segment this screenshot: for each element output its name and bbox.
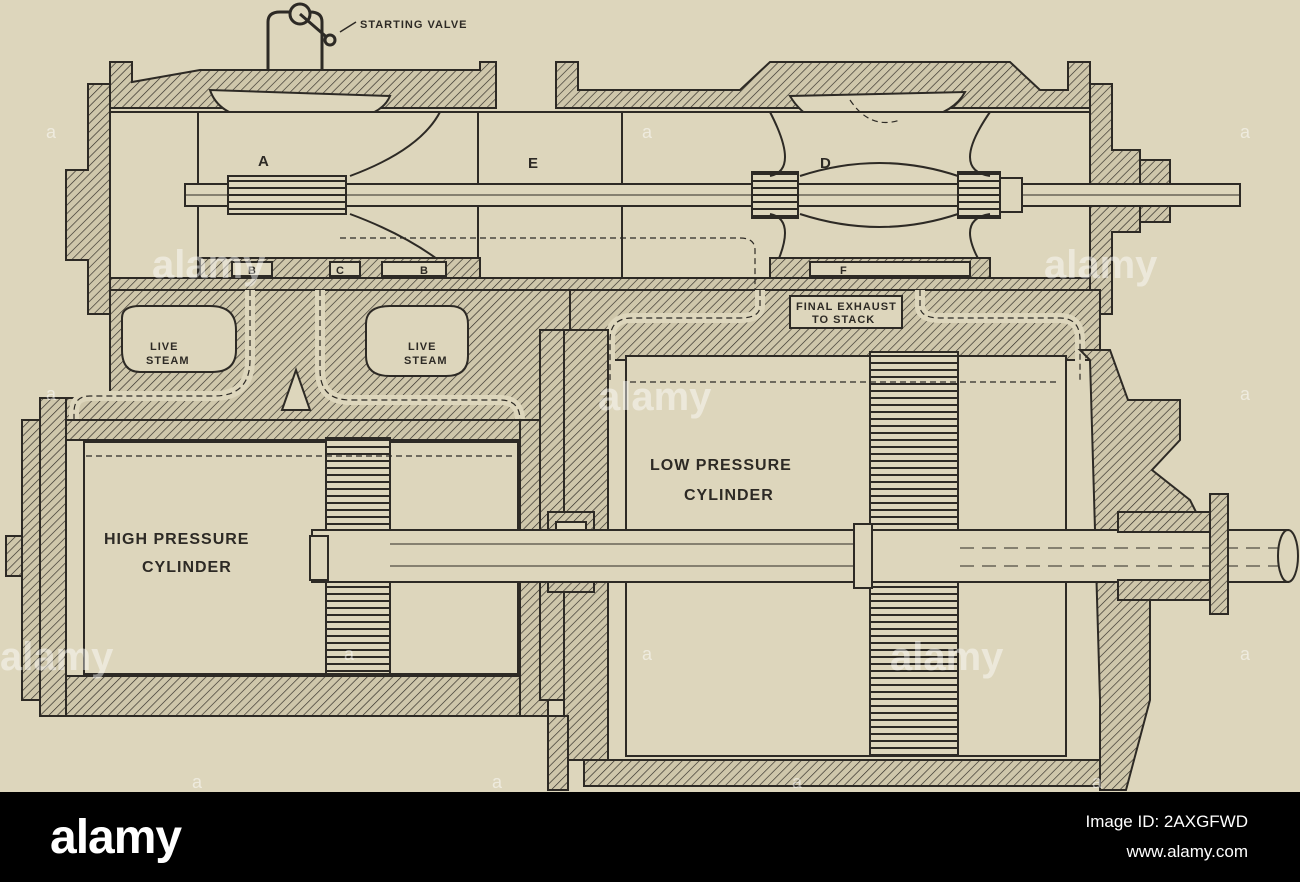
watermark-marker: a [344, 644, 355, 664]
starting-valve [266, 2, 357, 70]
watermark-marker: a [492, 772, 503, 792]
label-live-steam-right-2: STEAM [404, 355, 448, 367]
watermark-logo: alamy [598, 375, 712, 419]
label-b-left: B [248, 265, 257, 277]
watermark-marker: a [1092, 772, 1103, 792]
diagram-labels: STARTING VALVE A E D B C B F LIVE STEAM … [104, 19, 897, 576]
live-steam-chamber-right [365, 305, 469, 377]
watermark-marker: a [192, 772, 203, 792]
label-f: F [840, 265, 848, 277]
watermarks: alamy alamy alamy alamy alamy a a a a a … [0, 122, 1251, 792]
compound-cylinder-diagram: STARTING VALVE A E D B C B F LIVE STEAM … [0, 2, 1299, 792]
label-low-pressure-1: LOW PRESSURE [650, 457, 792, 474]
label-a: A [258, 153, 270, 170]
image-id-text: Image ID: 2AXGFWD [1085, 812, 1248, 831]
watermark-marker: a [792, 772, 803, 792]
label-final-exhaust-2: TO STACK [812, 314, 875, 326]
watermark-marker: a [46, 384, 57, 404]
site-url-link[interactable]: www.alamy.com [1126, 842, 1248, 861]
final-exhaust-port [789, 295, 903, 329]
label-e: E [528, 155, 539, 172]
label-high-pressure-2: CYLINDER [142, 559, 232, 576]
watermark-logo: alamy [152, 243, 266, 287]
watermark-marker: a [1240, 384, 1251, 404]
valve-spindle [184, 171, 1241, 219]
watermark-marker: a [642, 644, 653, 664]
label-high-pressure-1: HIGH PRESSURE [104, 531, 249, 548]
label-final-exhaust-1: FINAL EXHAUST [796, 301, 897, 313]
valve-piston-a [227, 175, 347, 215]
valve-ports-left [199, 257, 481, 279]
valve-end-cover-left [65, 83, 111, 315]
valve-flow-arrows [340, 99, 901, 300]
footer-bar: alamy Image ID: 2AXGFWD www.alamy.com [0, 792, 1300, 882]
watermark-marker: a [1240, 644, 1251, 664]
watermark-logo: alamy [0, 635, 114, 679]
watermark-logo: alamy [1044, 243, 1158, 287]
valve-piston-d [751, 171, 799, 219]
piston-rod [309, 493, 1299, 615]
brand-logo[interactable]: alamy [50, 811, 182, 864]
valve-ports-right [769, 257, 991, 279]
watermark-marker: a [642, 122, 653, 142]
label-live-steam-right-1: LIVE [408, 341, 436, 353]
label-starting-valve: STARTING VALVE [360, 19, 468, 31]
watermark-marker: a [46, 122, 57, 142]
watermark-logo: alamy [890, 635, 1004, 679]
watermark-marker: a [1240, 122, 1251, 142]
label-live-steam-left-1: LIVE [150, 341, 178, 353]
label-low-pressure-2: CYLINDER [684, 487, 774, 504]
label-live-steam-left-2: STEAM [146, 355, 190, 367]
label-b-right: B [420, 265, 429, 277]
label-d: D [820, 155, 832, 172]
label-c: C [336, 265, 345, 277]
live-steam-chamber-left [121, 305, 237, 373]
